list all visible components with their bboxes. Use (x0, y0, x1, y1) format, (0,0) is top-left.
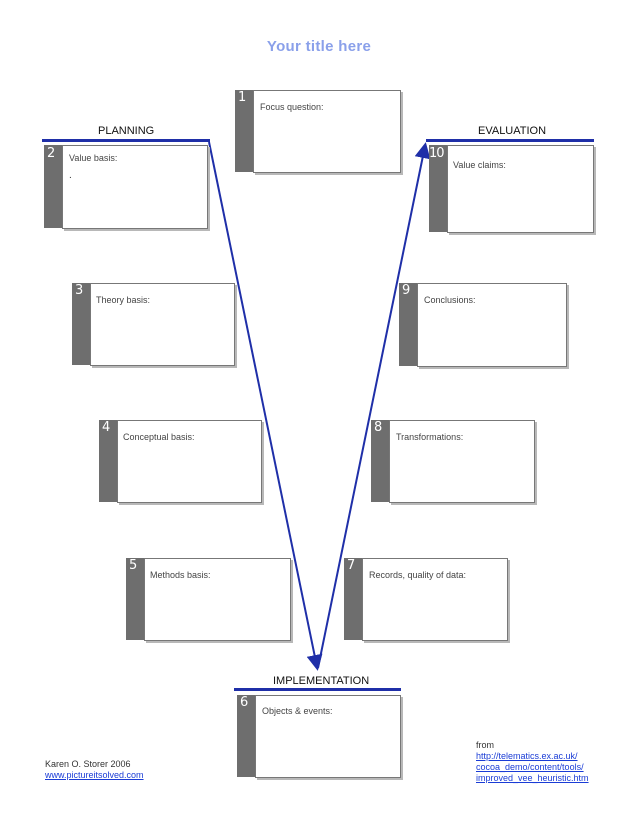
box-6-label: Objects & events: (262, 706, 333, 716)
box-3-number: 3 (75, 283, 84, 298)
planning-heading: PLANNING (98, 125, 155, 137)
box-7-number: 7 (347, 558, 356, 573)
box-2-value-basis[interactable] (62, 145, 208, 229)
planning-bar (42, 139, 210, 142)
author-website-link[interactable]: www.pictureitsolved.com (45, 770, 144, 780)
page-title: Your title here (266, 38, 372, 55)
box-5-number: 5 (129, 558, 138, 573)
box-9-conclusions[interactable] (417, 283, 567, 367)
box-10-tab (429, 145, 447, 232)
right-arrow (317, 142, 431, 669)
left-arrow (208, 141, 323, 671)
box-1-tab (235, 90, 253, 172)
box-5-tab (126, 558, 144, 640)
box-10-value-claims[interactable] (447, 145, 594, 233)
source-link-line-3[interactable]: improved_vee_heuristic.htm (476, 773, 589, 783)
box-3-theory-basis[interactable] (90, 283, 235, 366)
box-7-tab (344, 558, 362, 640)
source-link-line-1[interactable]: http://telematics.ex.ac.uk/ (476, 751, 578, 761)
box-4-number: 4 (102, 420, 111, 435)
box-8-transformations[interactable] (389, 420, 535, 503)
box-2-number: 2 (47, 146, 56, 161)
box-3-label: Theory basis: (96, 295, 151, 305)
box-2-label: Value basis: (69, 153, 118, 163)
box-5-methods-basis[interactable] (144, 558, 291, 641)
box-9-label: Conclusions: (424, 295, 476, 305)
box-2-tab (44, 145, 62, 228)
box-4-conceptual-basis[interactable] (117, 420, 262, 503)
box-10-label: Value claims: (453, 160, 506, 170)
box-9-tab (399, 283, 417, 366)
box-8-label: Transformations: (396, 432, 464, 442)
footer-author: Karen O. Storer 2006 www.pictureitsolved… (45, 759, 144, 781)
box-6-number: 6 (240, 695, 249, 710)
box-8-tab (371, 420, 389, 502)
box-1-number: 1 (238, 90, 247, 105)
box-5-label: Methods basis: (150, 570, 211, 580)
box-9-number: 9 (402, 283, 411, 298)
box-6-objects-events[interactable] (255, 695, 401, 778)
box-10-number: 10 (429, 146, 445, 161)
evaluation-bar (426, 139, 594, 142)
box-7-records[interactable] (362, 558, 508, 641)
source-link-line-2[interactable]: cocoa_demo/content/tools/ (476, 762, 584, 772)
implementation-heading: IMPLEMENTATION (273, 675, 370, 687)
from-label: from (476, 740, 494, 750)
box-6-tab (237, 695, 255, 777)
box-4-tab (99, 420, 117, 502)
box-1-label: Focus question: (260, 102, 324, 112)
box-2-extra: . (69, 170, 72, 181)
box-7-label: Records, quality of data: (369, 570, 467, 580)
box-8-number: 8 (374, 420, 383, 435)
box-3-tab (72, 283, 90, 365)
author-name: Karen O. Storer 2006 (45, 759, 131, 769)
evaluation-heading: EVALUATION (478, 125, 547, 137)
box-4-label: Conceptual basis: (123, 432, 195, 442)
implementation-bar (234, 688, 401, 691)
box-1-focus-question[interactable] (253, 90, 401, 173)
footer-source: from http://telematics.ex.ac.uk/ cocoa_d… (476, 740, 589, 784)
